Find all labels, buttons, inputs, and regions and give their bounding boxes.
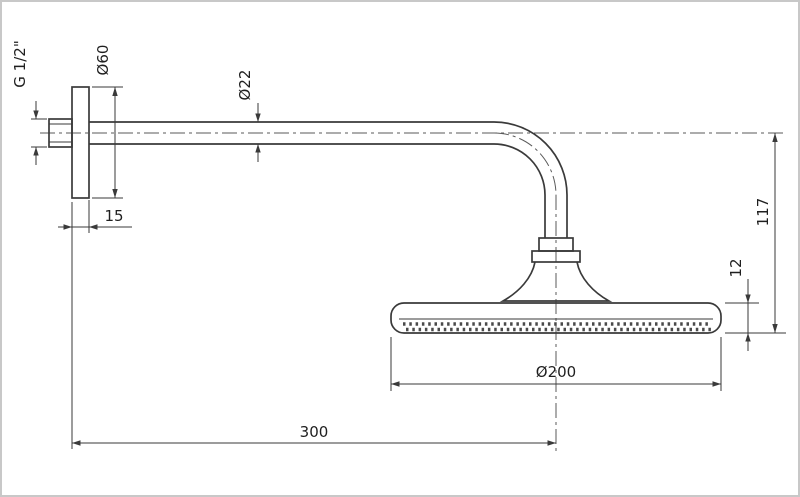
head-drop-label: 117 [754, 198, 772, 227]
dim-flange-depth: 15 [58, 200, 132, 233]
arm-diameter-label: Ø22 [236, 70, 254, 101]
bell-joint [499, 261, 613, 302]
dim-arm-reach: 300 [71, 202, 556, 449]
flange-diameter-label: Ø60 [94, 45, 112, 76]
dim-flange-diameter: Ø60 [92, 45, 123, 199]
centerline-bend-arc [493, 132, 557, 196]
thread-label: G 1/2" [11, 40, 29, 87]
connector-nut [531, 237, 581, 263]
centerlines [40, 132, 786, 451]
dim-thread: G 1/2" [11, 40, 47, 165]
arm-reach-label: 300 [300, 423, 329, 441]
dim-head-drop: 117 [725, 133, 786, 334]
shower-head [390, 302, 722, 334]
thread-stub [48, 118, 73, 148]
nozzle-band [403, 322, 712, 332]
dim-head-diameter: Ø200 [390, 337, 722, 391]
head-diameter-label: Ø200 [536, 363, 576, 381]
dim-head-thickness: 12 [725, 258, 759, 351]
shower-arm [89, 121, 568, 238]
head-thickness-label: 12 [727, 258, 745, 277]
dim-arm-diameter: Ø22 [236, 70, 261, 162]
flange-depth-label: 15 [104, 207, 123, 225]
